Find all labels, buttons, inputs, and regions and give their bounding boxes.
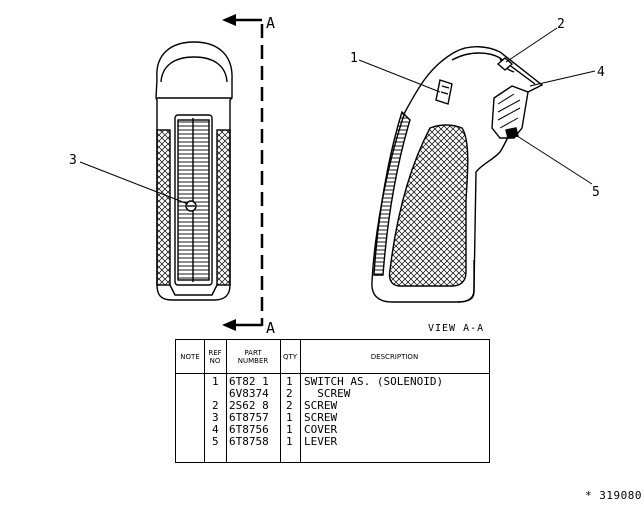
row-2-description: SCREW (304, 387, 351, 400)
header-ref-no-line1: REF (208, 348, 222, 357)
row-6-part: 6T8758 (229, 435, 269, 448)
switch-body (435, 79, 453, 105)
view-label: VIEW A-A (428, 323, 485, 334)
lever-housing (491, 85, 529, 139)
grip-front-right-knurl (216, 129, 231, 286)
catalog-number: * 319080 (585, 489, 642, 502)
header-qty: QTY (282, 352, 298, 361)
header-part-line1: PART (244, 348, 262, 357)
header-description: DESCRIPTION (370, 352, 419, 361)
row-3-qty: 2 (286, 399, 293, 412)
row-1-qty: 1 (286, 375, 293, 388)
section-label-top: A (266, 14, 275, 32)
lever-hatch (497, 93, 521, 129)
switch-detail (440, 85, 450, 95)
table-divider-note (204, 340, 205, 462)
row-2-part: 6V8374 (229, 387, 269, 400)
header-part-line2: NUMBER (237, 356, 269, 365)
row-6-ref: 5 (212, 435, 219, 448)
row-3-ref: 2 (212, 399, 219, 412)
callout-4-leader (529, 70, 596, 87)
section-line: A A (222, 14, 275, 337)
row-3-part: 2S62 8 (229, 399, 269, 412)
callout-3-label: 3 (69, 153, 77, 168)
row-3-description: SCREW (304, 399, 338, 412)
table-divider-qty (300, 340, 301, 462)
callout-1-leader (358, 59, 441, 93)
row-4-description: SCREW (304, 411, 338, 424)
row-2-qty: 2 (286, 387, 293, 400)
callout-2-label: 2 (557, 17, 565, 32)
row-4-qty: 1 (286, 411, 293, 424)
lever-tip (505, 127, 519, 139)
row-5-part: 6T8756 (229, 423, 269, 436)
section-arrow-bottom-head (222, 319, 236, 331)
grip-side-view (371, 46, 544, 303)
header-part-number: PART NUMBER (226, 340, 280, 373)
grip-front-bottom-line (169, 284, 218, 296)
grip-side-knurl-panel (388, 124, 469, 287)
grip-front-view (155, 41, 233, 301)
table-divider-ref (226, 340, 227, 462)
grip-side-back-edge (457, 260, 475, 303)
grip-front-cap-line (160, 56, 228, 83)
table-header-divider (176, 373, 489, 374)
table-divider-part (280, 340, 281, 462)
row-6-description: LEVER (304, 435, 338, 448)
grip-side-front-ribs (373, 110, 411, 276)
section-label-bottom: A (266, 319, 275, 337)
callout-2-leader (505, 27, 558, 63)
header-ref-no: REF NO (204, 340, 226, 373)
row-4-part: 6T8757 (229, 411, 269, 424)
row-1-ref: 1 (212, 375, 219, 388)
callout-1-label: 1 (350, 51, 358, 66)
callout-3-leader (79, 161, 189, 205)
parts-table: NOTE REF NO PART NUMBER QTY DESCRIPTION … (175, 339, 490, 463)
callout-4-label: 4 (597, 65, 605, 80)
header-note: NOTE (180, 352, 200, 361)
header-ref-no-line2: NO (209, 356, 221, 365)
row-5-description: COVER (304, 423, 338, 436)
callouts: 1 2 3 4 5 (69, 17, 605, 205)
row-1-part: 6T82 1 (229, 375, 269, 388)
section-arrow-top-head (222, 14, 236, 26)
grip-side-screw-head (496, 57, 514, 71)
callout-5-label: 5 (592, 185, 600, 200)
row-1-description: SWITCH AS. (SOLENOID) (304, 375, 444, 388)
row-4-ref: 3 (212, 411, 219, 424)
callout-5-leader (513, 133, 593, 185)
grip-side-top-edge (451, 52, 536, 85)
row-5-ref: 4 (212, 423, 219, 436)
row-6-qty: 1 (286, 435, 293, 448)
row-5-qty: 1 (286, 423, 293, 436)
grip-front-left-knurl (156, 129, 171, 286)
